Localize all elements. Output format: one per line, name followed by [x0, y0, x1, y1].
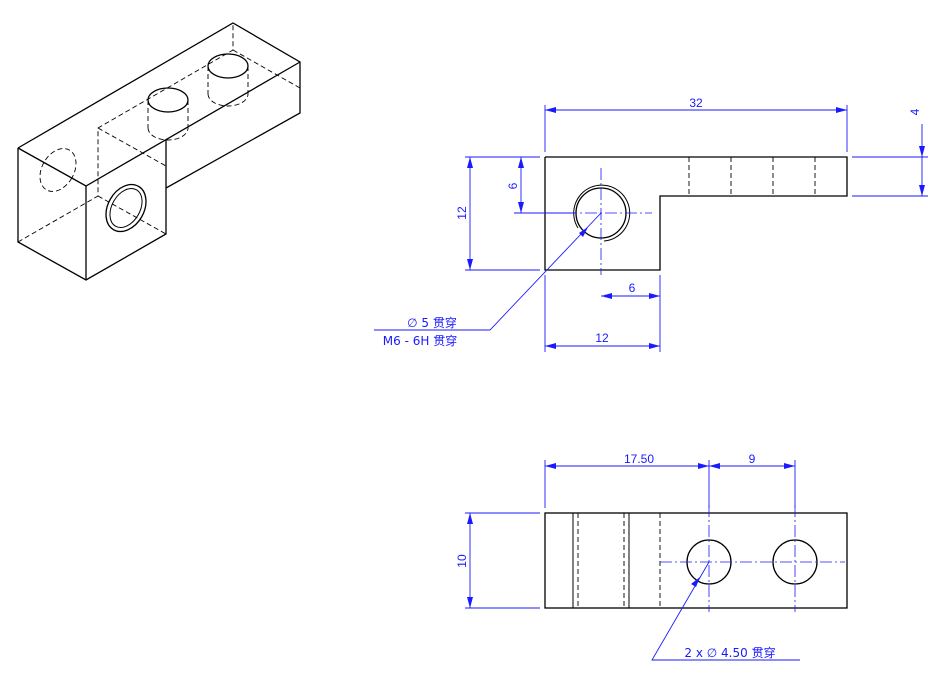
dim-overall-width: 32	[689, 96, 703, 110]
hole-leader	[374, 212, 602, 331]
hole-note-line1: ∅ 5 贯穿	[407, 315, 457, 330]
dim-hole-center-height: 6	[506, 182, 520, 189]
top-hole-leader	[651, 561, 800, 661]
isometric-view	[17, 22, 301, 281]
dim-depth: 10	[455, 554, 469, 568]
thread-arc	[573, 184, 631, 242]
front-view: 32 4 12 6 6 12	[374, 96, 928, 352]
threaded-hole-inner	[109, 188, 143, 228]
top-hole-note: 2 x ∅ 4.50 贯穿	[684, 645, 775, 660]
dim-block-width: 12	[595, 331, 609, 345]
hole-note-line2: M6 - 6H 贯穿	[383, 333, 457, 348]
top-view: 17.50 9 10 2 x ∅ 4.50 贯穿	[455, 452, 848, 661]
front-view-outline	[544, 156, 848, 271]
dim-hole-offset: 17.50	[624, 452, 654, 466]
vertical-hole-2	[207, 53, 249, 79]
dim-hole-spacing: 9	[749, 452, 756, 466]
dim-overall-height: 12	[455, 206, 469, 220]
vertical-hole-1	[147, 87, 189, 113]
threaded-hole-outer	[105, 183, 147, 233]
top-view-outline	[544, 512, 848, 609]
dim-hole-center-x: 6	[629, 281, 636, 295]
dim-tab-height: 4	[908, 108, 922, 115]
